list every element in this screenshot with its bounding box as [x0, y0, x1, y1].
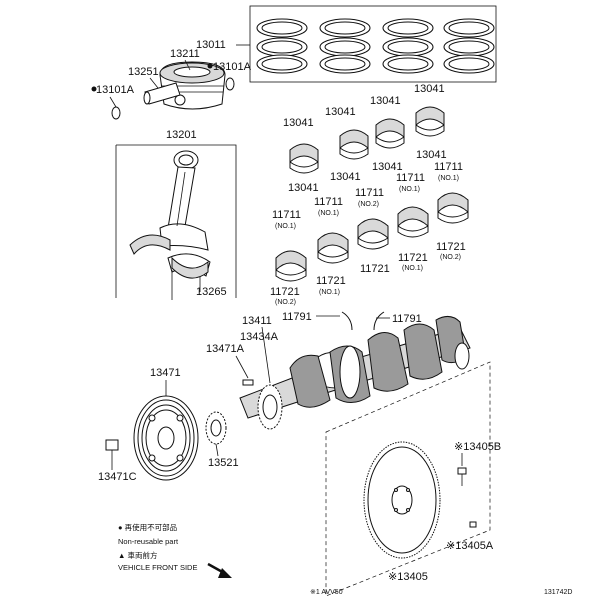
- label-11791-right: 11791: [392, 313, 422, 325]
- label-13471: 13471: [150, 367, 181, 379]
- thrust-washer-left-illustration: [341, 311, 353, 331]
- legend-front-jp: ▲ 車両前方: [118, 550, 158, 560]
- rod-bearing-illustration: [415, 106, 445, 137]
- label-13041-e: 13041: [288, 182, 319, 194]
- label-13405: ※13405: [388, 571, 428, 583]
- label-11721-b: 11721: [316, 275, 346, 287]
- connecting-rod-illustration: [159, 150, 211, 300]
- label-11721-a: 11721: [270, 286, 300, 298]
- crankshaft-key-illustration: [242, 379, 254, 386]
- main-bearing-illustration: [437, 192, 469, 224]
- rod-bearing-illustration: [289, 143, 319, 174]
- sublabel-no1-e: (NO.1): [319, 289, 340, 296]
- diagram-code: 131742D: [544, 589, 572, 596]
- legend: ● 再使用不可部品 Non-reusable part ▲ 車両前方 VEHIC…: [118, 522, 232, 578]
- legend-front-en: VEHICLE FRONT SIDE: [118, 563, 197, 572]
- sublabel-no2-c: (NO.2): [440, 254, 461, 261]
- piston-pin-illustration: [143, 82, 181, 105]
- sublabel-no1-a: (NO.1): [275, 223, 296, 230]
- label-13471a: 13471A: [206, 343, 245, 355]
- flywheel-variant-boundary: [325, 361, 491, 597]
- piston-illustration: [159, 61, 226, 110]
- pulley-bolt-illustration: [105, 439, 119, 470]
- crankshaft-pulley-illustration: [133, 395, 199, 481]
- label-11791-left: 11791: [282, 311, 312, 323]
- label-13201: 13201: [166, 129, 197, 141]
- crankshaft-illustration: [239, 316, 471, 419]
- legend-non-reusable-jp: ● 再使用不可部品: [118, 522, 177, 532]
- front-direction-arrow-icon: [207, 562, 232, 578]
- label-11711-a: 11711: [272, 209, 301, 221]
- label-13041-h: 13041: [416, 149, 447, 161]
- main-bearing-illustration: [357, 218, 389, 250]
- label-13041-d: 13041: [414, 83, 445, 95]
- label-11711-d: 11711: [396, 172, 425, 184]
- label-13041-b: 13041: [325, 106, 356, 118]
- label-13405b: ※13405B: [454, 441, 501, 453]
- label-13101a-left: 13101A: [96, 84, 135, 96]
- sublabel-no1-b: (NO.1): [318, 210, 339, 217]
- sublabel-no1-c: (NO.1): [399, 186, 420, 193]
- thrust-washer-right-illustration: [373, 311, 385, 331]
- legend-non-reusable-en: Non-reusable part: [118, 537, 179, 546]
- sublabel-no1-f: (NO.1): [402, 265, 423, 272]
- sublabel-no1-d: (NO.1): [438, 175, 459, 182]
- footer-note: ※1 AVV50: [310, 589, 343, 596]
- label-13011: 13011: [196, 39, 226, 51]
- flywheel-plate-illustration: [469, 521, 477, 528]
- label-13434a: 13434A: [240, 331, 279, 343]
- flywheel-bolt-illustration: [457, 467, 467, 486]
- rod-bearing-grid: [289, 106, 445, 174]
- main-bearing-illustration: [397, 206, 429, 238]
- label-13521: 13521: [208, 457, 239, 469]
- label-13101a-right: 13101A: [213, 61, 252, 73]
- non-reusable-marker-icon: [207, 63, 213, 69]
- rod-bearing-illustration: [339, 129, 369, 160]
- label-13041-f: 13041: [330, 171, 361, 183]
- label-11721-d: 11721: [398, 252, 428, 264]
- sublabel-no2-a: (NO.2): [358, 201, 379, 208]
- label-11711-b: 11711: [314, 196, 343, 208]
- piston-ring-set-illustration: [249, 5, 497, 83]
- rod-bearing-upper-illustration: [129, 234, 171, 255]
- label-13411: 13411: [242, 315, 272, 327]
- label-11711-c: 11711: [355, 187, 384, 199]
- snap-ring-left-illustration: [111, 106, 121, 120]
- label-11711-e: 11711: [434, 161, 463, 173]
- label-13041-a: 13041: [283, 117, 314, 129]
- label-13405a: ※13405A: [446, 540, 494, 552]
- label-11721-c: 11721: [360, 263, 390, 275]
- label-11721-e: 11721: [436, 241, 466, 253]
- label-13211: 13211: [170, 48, 200, 60]
- flywheel-illustration: [363, 441, 441, 559]
- main-bearing-illustration: [317, 232, 349, 264]
- non-reusable-marker-icon: [91, 86, 97, 92]
- main-bearing-grid: [275, 192, 469, 282]
- label-13251: 13251: [128, 66, 159, 78]
- main-bearing-illustration: [275, 250, 307, 282]
- label-13041-c: 13041: [370, 95, 401, 107]
- sublabel-no2-b: (NO.2): [275, 299, 296, 306]
- rod-bearing-lower-illustration: [171, 256, 209, 279]
- rod-bearing-illustration: [375, 118, 405, 149]
- label-13041-g: 13041: [372, 161, 403, 173]
- label-13265: 13265: [196, 286, 227, 298]
- snap-ring-right-illustration: [225, 77, 235, 91]
- label-13471c: 13471C: [98, 471, 137, 483]
- crankshaft-timing-gear-illustration: [257, 384, 283, 430]
- crankshaft-sprocket-illustration: [205, 411, 227, 445]
